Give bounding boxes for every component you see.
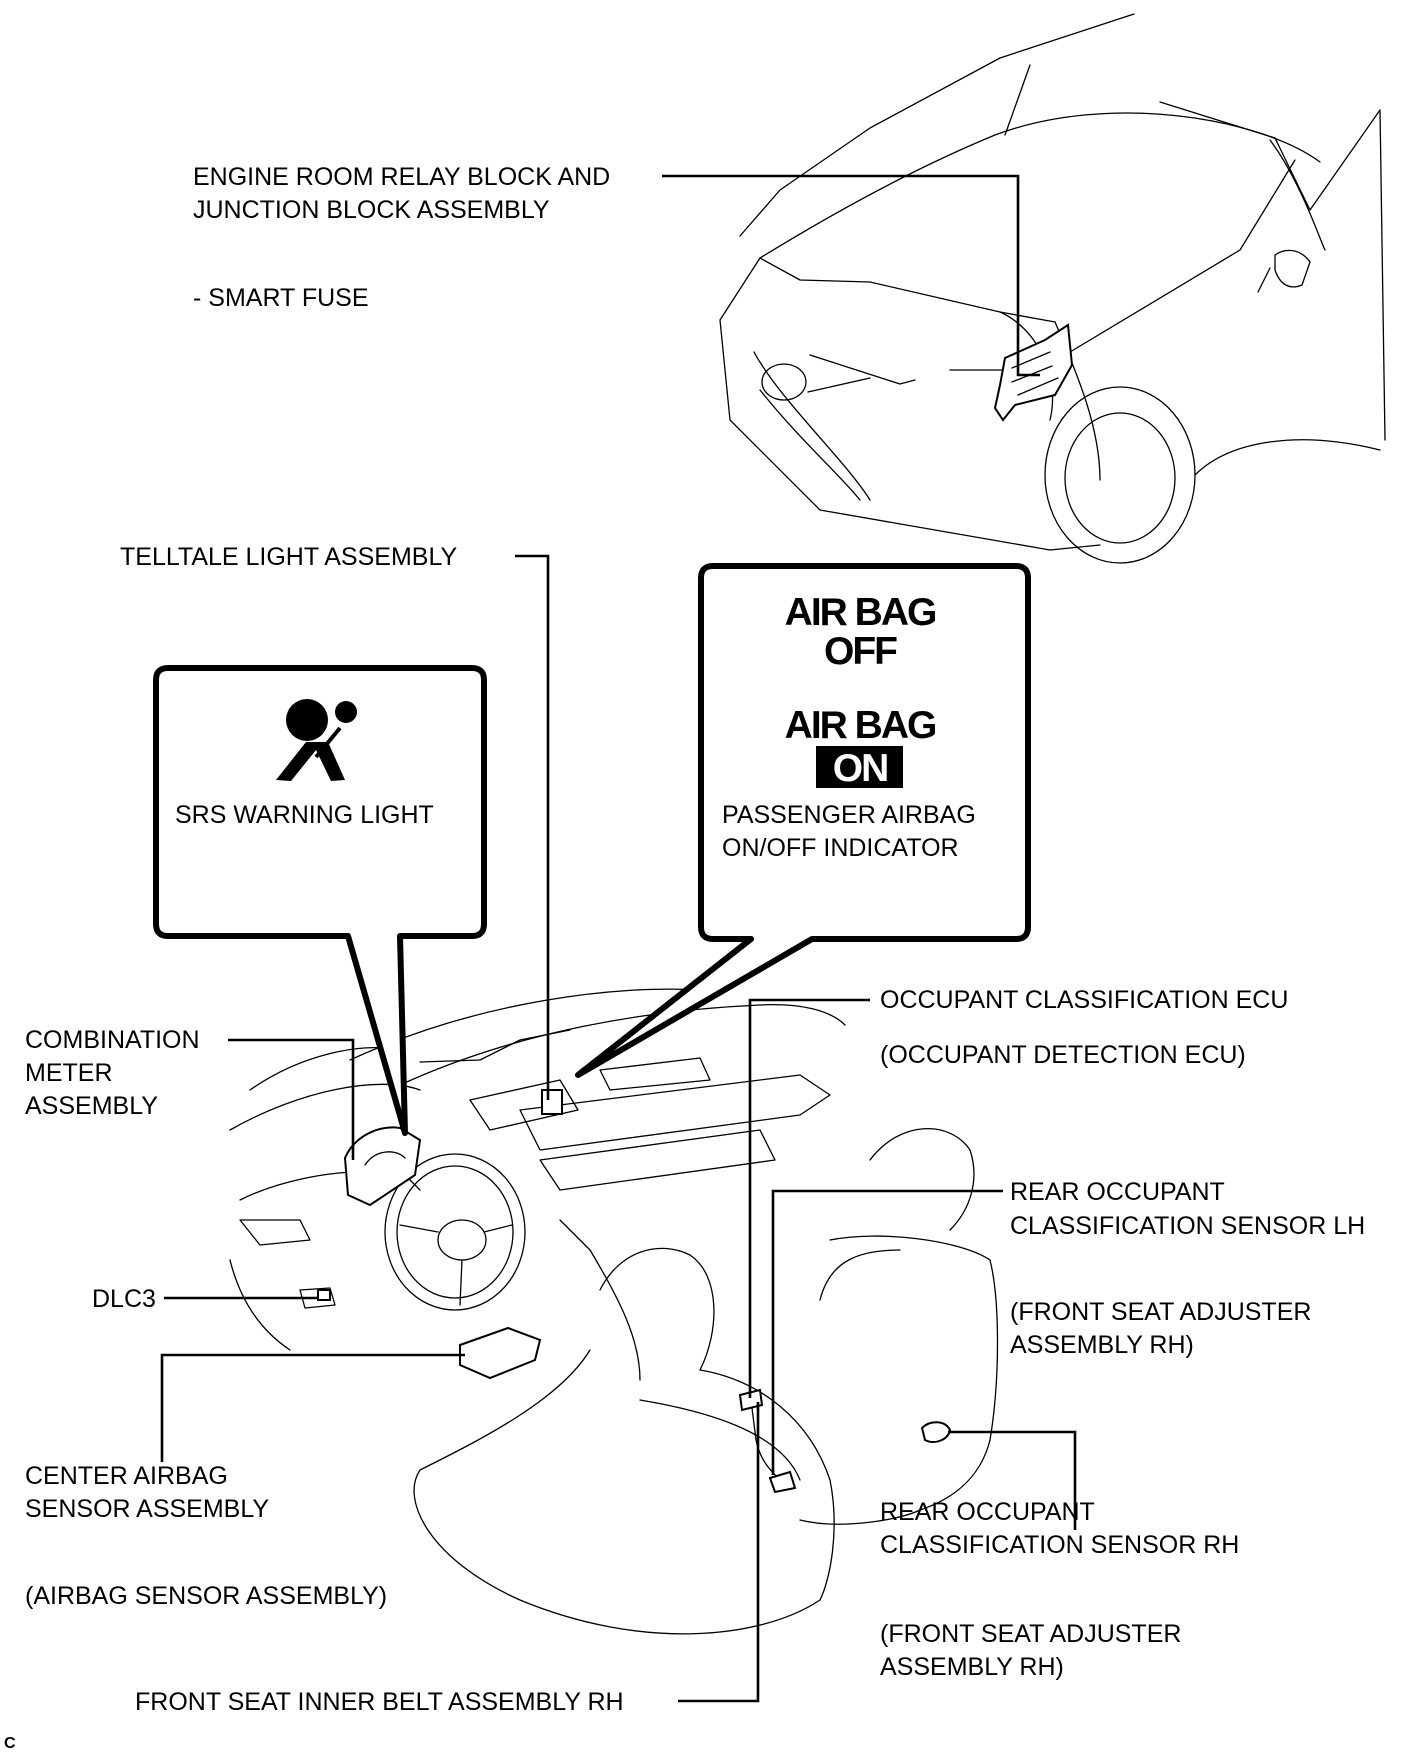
combination-meter-label-line1: COMBINATION: [25, 1026, 200, 1054]
occupant-detection-label: (OCCUPANT DETECTION ECU): [880, 1041, 1246, 1069]
part-labels: ENGINE ROOM RELAY BLOCK AND JUNCTION BLO…: [4, 163, 1365, 1752]
airbag-on-line2: ON: [833, 747, 888, 790]
airbag-occupant-icon: [276, 699, 357, 781]
seat-adjuster-2-label-line2: ASSEMBLY RH): [880, 1653, 1064, 1681]
rear-sensor-lh-label-line1: REAR OCCUPANT: [1010, 1178, 1225, 1206]
engine-room-label-line1: ENGINE ROOM RELAY BLOCK AND: [193, 163, 610, 191]
passenger-indicator-line1: PASSENGER AIRBAG: [722, 801, 976, 829]
occupant-ecu-label: OCCUPANT CLASSIFICATION ECU: [880, 986, 1288, 1014]
telltale-label: TELLTALE LIGHT ASSEMBLY: [120, 543, 457, 571]
passenger-airbag-callout: AIR BAG OFF AIR BAG ON PASSENGER AIRBAG …: [575, 563, 1031, 1078]
combination-meter-label-line3: ASSEMBLY: [25, 1092, 158, 1120]
seat-adjuster-1-label-line1: (FRONT SEAT ADJUSTER: [1010, 1298, 1311, 1326]
srs-warning-callout: SRS WARNING LIGHT: [153, 665, 487, 1136]
front-belt-label: FRONT SEAT INNER BELT ASSEMBLY RH: [135, 1688, 624, 1716]
airbag-off-line1: AIR BAG: [785, 591, 936, 634]
rear-sensor-rh-label-line1: REAR OCCUPANT: [880, 1498, 1095, 1526]
center-airbag-label-line2: SENSOR ASSEMBLY: [25, 1495, 269, 1523]
airbag-off-line2: OFF: [824, 630, 897, 673]
rear-sensor-rh-label-line2: CLASSIFICATION SENSOR RH: [880, 1531, 1239, 1559]
combination-meter-label-line2: METER: [25, 1059, 113, 1087]
corner-code: C: [4, 1735, 16, 1752]
center-airbag-label-line1: CENTER AIRBAG: [25, 1462, 228, 1490]
srs-warning-label: SRS WARNING LIGHT: [175, 801, 434, 829]
smart-fuse-label: - SMART FUSE: [193, 284, 369, 312]
airbag-on-line1: AIR BAG: [785, 704, 936, 747]
dlc3-label: DLC3: [92, 1285, 156, 1313]
seat-adjuster-1-label-line2: ASSEMBLY RH): [1010, 1331, 1194, 1359]
engine-room-label-line2: JUNCTION BLOCK ASSEMBLY: [193, 196, 550, 224]
leader-lines: [160, 174, 1077, 1703]
passenger-indicator-line2: ON/OFF INDICATOR: [722, 834, 959, 862]
airbag-sensor-label: (AIRBAG SENSOR ASSEMBLY): [25, 1582, 387, 1610]
airbag-on-badge: [816, 746, 903, 788]
rear-sensor-lh-label-line2: CLASSIFICATION SENSOR LH: [1010, 1212, 1365, 1240]
car-front-illustration: [719, 13, 1386, 564]
seat-adjuster-2-label-line1: (FRONT SEAT ADJUSTER: [880, 1620, 1181, 1648]
